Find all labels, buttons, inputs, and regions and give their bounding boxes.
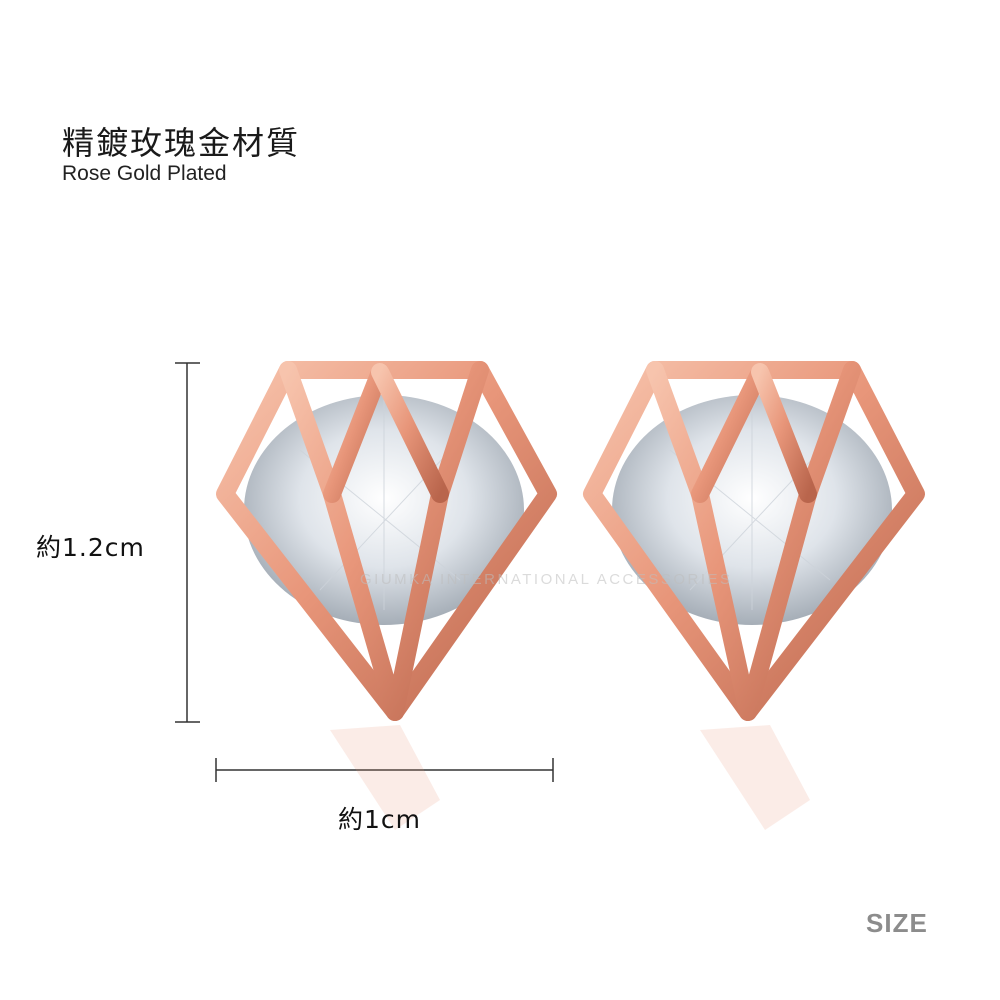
title-chinese: 精鍍玫瑰金材質 (62, 124, 301, 162)
width-dimension-line (215, 758, 554, 782)
watermark-text: GIUMKA INTERNATIONAL ACCESSORIES (360, 571, 733, 588)
left-earring (216, 361, 557, 721)
earring-reflections (330, 725, 810, 830)
size-tag: SIZE (866, 908, 928, 938)
width-label: 約1cm (338, 805, 422, 834)
title-english: Rose Gold Plated (62, 162, 227, 185)
right-earring (583, 361, 925, 721)
height-label: 約1.2cm (36, 533, 145, 562)
height-dimension-line (175, 362, 200, 723)
